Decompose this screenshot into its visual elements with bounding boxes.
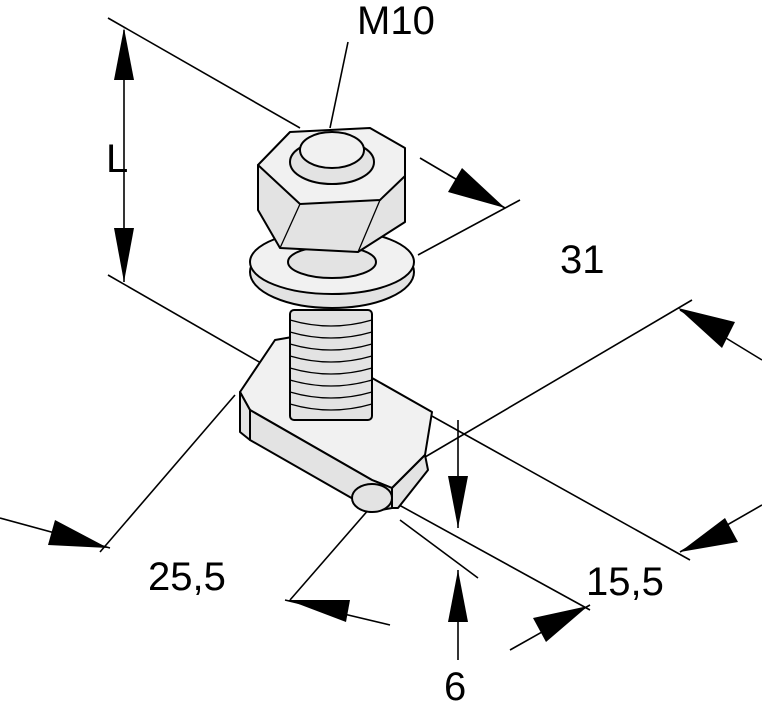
- arrow-31-top: [448, 168, 505, 208]
- length-label: L: [106, 137, 128, 181]
- thickness-label: 6: [444, 665, 466, 704]
- arrow-25-left: [48, 520, 108, 548]
- threaded-shank: [289, 309, 373, 421]
- dimension-arrows: [48, 28, 738, 642]
- width-label: 15,5: [586, 560, 664, 604]
- arrow-31-bottom: [678, 308, 735, 348]
- arrow-15-top: [680, 518, 738, 552]
- t-head-end: [391, 454, 429, 509]
- bolt-tip: [299, 131, 365, 169]
- slot-length-label: 25,5: [148, 555, 226, 599]
- t-bolt: [239, 127, 433, 513]
- arrow-l-bottom: [114, 228, 134, 282]
- arrow-6-top: [448, 476, 468, 528]
- thread-lines: [289, 319, 373, 411]
- arrow-6-bottom: [448, 570, 468, 622]
- height-label: 31: [560, 238, 605, 282]
- arrow-15-bottom: [533, 606, 588, 642]
- arrow-l-top: [114, 28, 134, 80]
- thread-label: M10: [357, 0, 435, 43]
- arrow-25-right: [288, 600, 350, 622]
